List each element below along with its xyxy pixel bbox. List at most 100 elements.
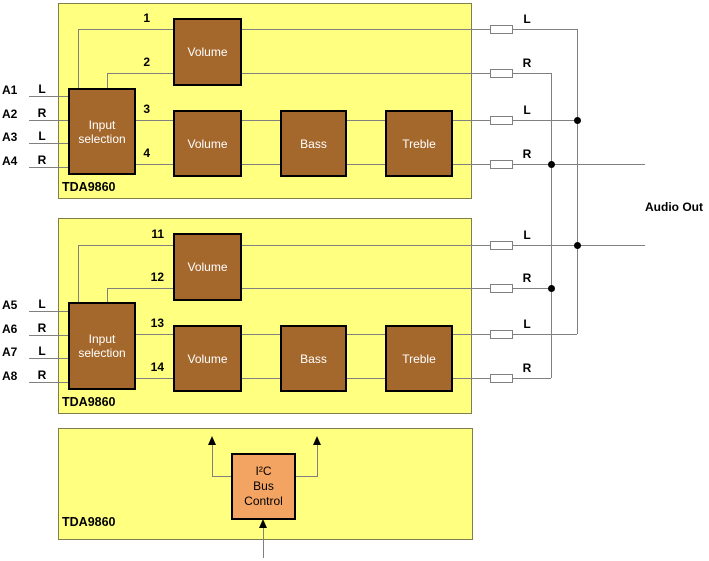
wire <box>347 378 385 379</box>
volume-box: Volume <box>173 325 242 392</box>
junction-dot <box>574 242 581 249</box>
wire <box>513 73 551 74</box>
wire <box>242 334 280 335</box>
wire <box>78 29 173 30</box>
junction-dot <box>548 161 555 168</box>
junction-dot <box>574 117 581 124</box>
resistor <box>490 25 513 34</box>
pin-label: 12 <box>150 270 164 284</box>
wire <box>453 378 490 379</box>
channel-label: R <box>37 106 47 120</box>
wire <box>78 245 79 302</box>
resistor <box>490 241 513 250</box>
i2c-label-line1: I²C <box>255 464 272 478</box>
output-channel-label: L <box>523 317 531 331</box>
wire <box>242 288 490 289</box>
wire <box>263 528 264 558</box>
bass-box: Bass <box>280 325 347 392</box>
channel-label: R <box>37 321 47 335</box>
pin-label: 1 <box>143 11 150 25</box>
channel-label: L <box>38 344 46 358</box>
input-label: A5 <box>2 298 18 312</box>
chip-name-label: TDA9860 <box>62 515 116 529</box>
input-selection-label: Input selection <box>78 117 126 146</box>
bass-label: Bass <box>300 351 327 366</box>
output-channel-label: R <box>522 361 532 375</box>
wire <box>136 120 173 121</box>
arrow-up-icon <box>259 519 267 528</box>
input-label: A4 <box>2 154 18 168</box>
input-label: A7 <box>2 345 18 359</box>
wire-audio-out-r <box>513 164 645 165</box>
treble-label: Treble <box>402 136 436 151</box>
wire <box>296 476 318 477</box>
wire <box>453 164 490 165</box>
wire <box>317 445 318 476</box>
wire <box>29 120 68 121</box>
volume-label: Volume <box>187 45 228 59</box>
wire <box>29 311 68 312</box>
pin-label: 11 <box>151 227 164 241</box>
wire <box>29 167 68 168</box>
input-label: A6 <box>2 322 18 336</box>
pin-label: 2 <box>143 55 150 69</box>
output-channel-label: R <box>522 56 532 70</box>
channel-label: L <box>38 129 46 143</box>
wire <box>78 29 79 88</box>
pin-label: 14 <box>150 360 164 374</box>
input-selection-label: Input selection <box>78 332 126 360</box>
volume-label: Volume <box>187 351 228 366</box>
output-channel-label: L <box>523 103 531 117</box>
wire <box>107 288 173 289</box>
wire <box>513 29 577 30</box>
resistor <box>490 160 513 169</box>
junction-dot <box>548 285 555 292</box>
bus-right-channel <box>551 73 552 378</box>
volume-label: Volume <box>187 260 228 274</box>
bass-box: Bass <box>280 110 347 177</box>
wire <box>29 143 68 144</box>
resistor <box>490 116 513 125</box>
wire <box>107 288 108 302</box>
wire <box>78 245 173 246</box>
pin-label: 4 <box>143 146 150 160</box>
channel-label: R <box>37 368 47 382</box>
wire <box>107 73 108 88</box>
resistor <box>490 330 513 339</box>
wire <box>242 29 490 30</box>
wire <box>513 120 577 121</box>
channel-label: R <box>37 153 47 167</box>
output-channel-label: L <box>523 228 531 242</box>
i2c-label-line3: Control <box>244 494 283 508</box>
volume-box: Volume <box>173 18 242 86</box>
input-label: A3 <box>2 130 18 144</box>
input-label: A2 <box>2 107 18 121</box>
wire <box>453 334 490 335</box>
wire <box>242 164 280 165</box>
channel-label: L <box>38 82 46 96</box>
wire <box>29 382 68 383</box>
bass-label: Bass <box>300 136 327 151</box>
pin-label: 13 <box>150 316 164 330</box>
wire <box>242 73 490 74</box>
wire <box>513 378 551 379</box>
volume-box: Volume <box>173 110 242 177</box>
input-selection-box-2: Input selection <box>68 302 136 390</box>
volume-label: Volume <box>187 136 228 151</box>
wire <box>242 378 280 379</box>
wire <box>212 476 231 477</box>
input-label: A1 <box>2 83 18 97</box>
bus-left-channel <box>577 29 578 334</box>
resistor <box>490 374 513 383</box>
input-label: A8 <box>2 369 18 383</box>
treble-box: Treble <box>385 325 453 392</box>
wire <box>29 358 68 359</box>
wire <box>136 378 173 379</box>
volume-box: Volume <box>173 233 242 301</box>
resistor <box>490 284 513 293</box>
wire <box>513 334 577 335</box>
wire <box>107 73 173 74</box>
wire <box>212 445 213 476</box>
chip-name-label: TDA9860 <box>62 395 116 409</box>
